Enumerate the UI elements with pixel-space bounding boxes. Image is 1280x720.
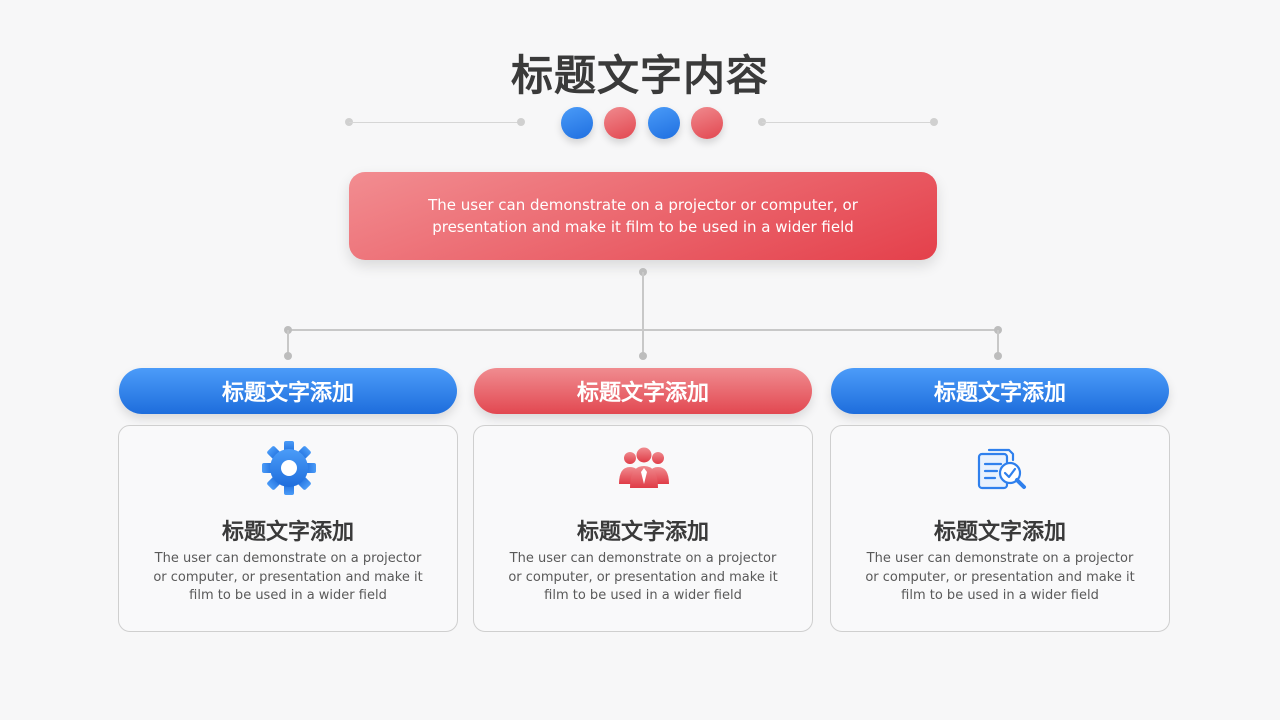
connector-node-bottom-left	[284, 352, 292, 360]
column-header-label: 标题文字添加	[576, 381, 709, 406]
column-header-2: 标题文字添加	[474, 368, 812, 414]
card-text: The user can demonstrate on a projector …	[153, 551, 423, 603]
team-icon	[619, 447, 669, 488]
connector-bar	[288, 329, 998, 331]
decor-dot-red-1	[604, 107, 636, 139]
divider-line-left	[349, 122, 521, 123]
divider-end-left-inner	[517, 118, 525, 126]
card-text: The user can demonstrate on a projector …	[508, 551, 778, 603]
top-box-text: The user can demonstrate on a projector …	[428, 196, 858, 236]
column-header-label: 标题文字添加	[221, 381, 354, 406]
page-title: 标题文字内容	[510, 51, 769, 100]
gear-icon	[262, 441, 316, 495]
divider-end-right	[930, 118, 938, 126]
top-box: The user can demonstrate on a projector …	[349, 172, 937, 260]
decor-dot-blue-1	[561, 107, 593, 139]
column-card-3: 标题文字添加 The user can demonstrate on a pro…	[830, 425, 1170, 632]
column-card-1: 标题文字添加 The user can demonstrate on a pro…	[118, 425, 458, 632]
connector-trunk	[642, 272, 644, 356]
decor-dot-blue-2	[648, 107, 680, 139]
connector-node-bottom-right	[994, 352, 1002, 360]
card-title: 标题文字添加	[221, 520, 354, 545]
column-card-2: 标题文字添加 The user can demonstrate on a pro…	[473, 425, 813, 632]
decor-dot-red-2	[691, 107, 723, 139]
divider-line-right	[762, 122, 934, 123]
connector-drop-right	[997, 330, 999, 356]
card-title: 标题文字添加	[576, 520, 709, 545]
connector-node-bottom-center	[639, 352, 647, 360]
column-header-label: 标题文字添加	[933, 381, 1066, 406]
document-search-icon	[977, 448, 1026, 490]
card-title: 标题文字添加	[933, 520, 1066, 545]
card-text: The user can demonstrate on a projector …	[865, 551, 1135, 603]
connector-drop-left	[287, 330, 289, 356]
column-header-3: 标题文字添加	[831, 368, 1169, 414]
column-header-1: 标题文字添加	[119, 368, 457, 414]
